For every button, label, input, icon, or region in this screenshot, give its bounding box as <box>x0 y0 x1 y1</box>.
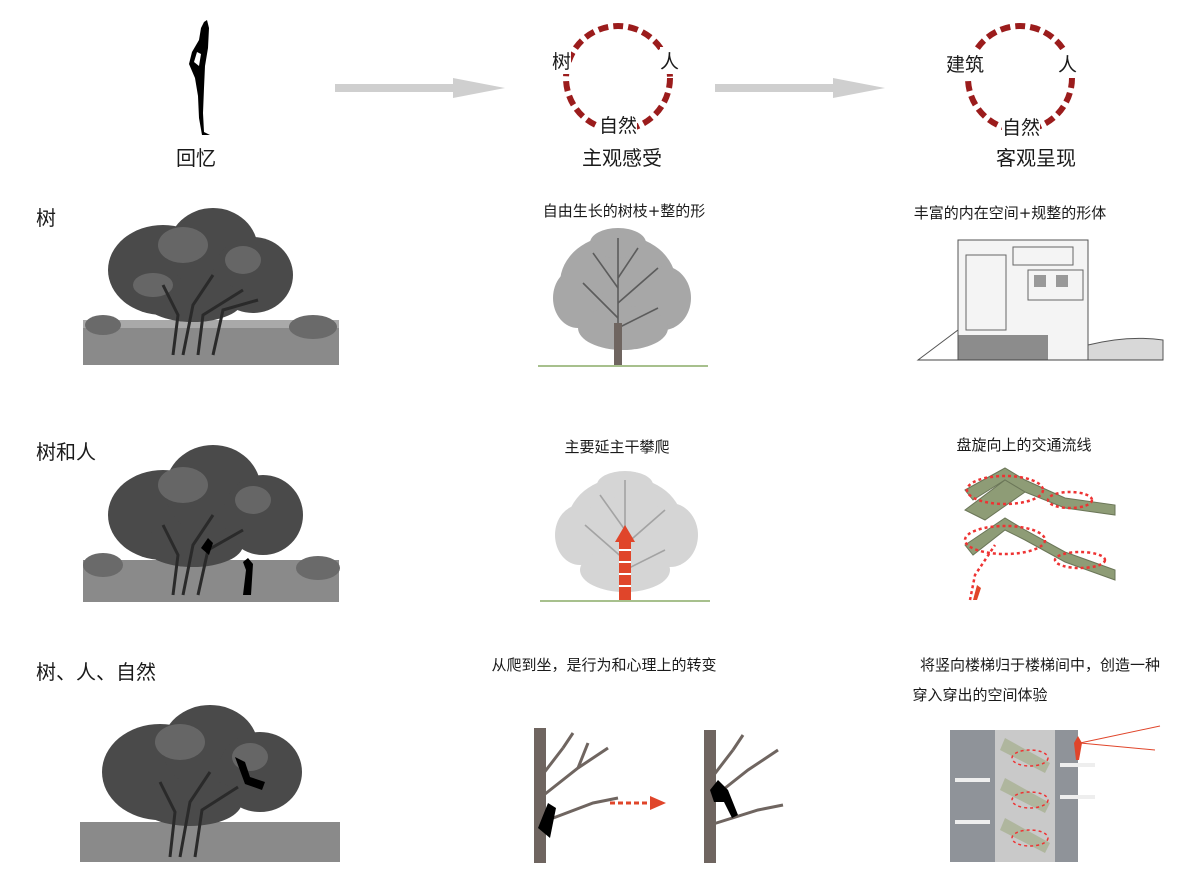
tree-sitting-photo <box>80 705 340 862</box>
tree-diagram <box>538 228 708 367</box>
spiral-stair-diagram <box>963 467 1116 601</box>
climbing-figure-diagram <box>534 728 619 863</box>
circle2-bottom-label: 自然 <box>598 111 638 138</box>
row2-mid-caption: 主要延主干攀爬 <box>564 438 670 456</box>
row1-mid-caption: 自由生长的树枝+整的形 <box>542 202 706 220</box>
row1-label: 树 <box>36 206 56 230</box>
circle2-left-label: 树 <box>552 47 572 74</box>
transition-arrow-icon <box>610 796 666 810</box>
tree-people-photo <box>83 445 340 602</box>
row3-mid-caption: 从爬到坐，是行为和心理上的转变 <box>491 656 717 674</box>
human-figure-icon <box>189 20 210 135</box>
stage2-label: 主观感受 <box>582 146 662 170</box>
stair-section-diagram <box>950 725 1161 862</box>
circle3-bottom-label: 自然 <box>1001 113 1041 140</box>
row2-label: 树和人 <box>36 440 96 464</box>
circle2-right-label: 人 <box>660 47 680 74</box>
row2-right-caption: 盘旋向上的交通流线 <box>956 436 1092 454</box>
circle3-right-label: 人 <box>1058 50 1078 77</box>
building-elevation <box>916 239 1164 361</box>
tree-climb-diagram <box>540 471 710 602</box>
row3-right-caption-line2: 穿入穿出的空间体验 <box>912 686 1048 704</box>
circle3-left-label: 建筑 <box>946 50 985 77</box>
sitting-figure-diagram <box>704 730 784 863</box>
stage1-label: 回忆 <box>176 146 216 170</box>
row3-right-caption-line1: 将竖向楼梯归于楼梯间中，创造一种 <box>919 656 1161 674</box>
arrow-right-icon <box>335 78 505 98</box>
row3-label: 树、人、自然 <box>36 660 156 684</box>
arrow-right-icon <box>715 78 885 98</box>
stage3-label: 客观呈现 <box>996 146 1076 170</box>
row1-right-caption: 丰富的内在空间+规整的形体 <box>913 204 1107 222</box>
tree-photo <box>83 208 339 365</box>
